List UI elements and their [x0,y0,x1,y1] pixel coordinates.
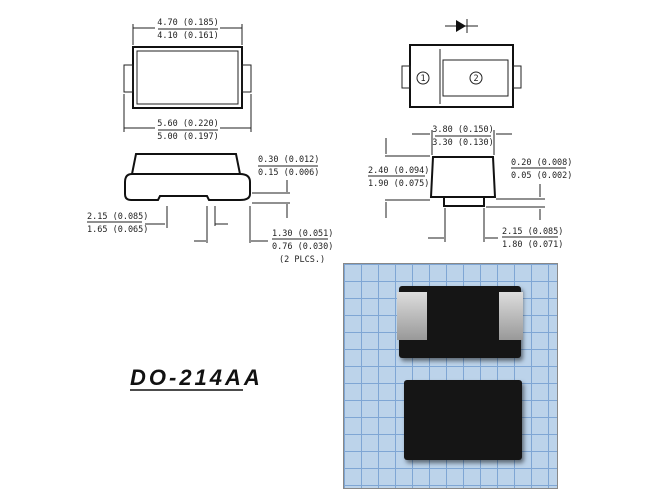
pin-2-label: 2 [473,74,478,84]
side-view: 0.30 (0.012) 0.15 (0.006) 2.15 (0.085) 1… [87,153,333,265]
dim-end-width-max: 3.80 (0.150) [432,125,493,135]
lead-tab [499,292,523,340]
dim-lead-thickness-min: 0.15 (0.006) [258,168,319,178]
dim-lead-foot-max: 1.30 (0.051) [272,229,333,239]
dim-standoff-max: 0.20 (0.008) [511,158,572,168]
dim-end-lead-min: 1.80 (0.071) [502,240,563,250]
dim-top-length-min: 5.00 (0.197) [157,132,218,142]
dim-lead-foot-note: (2 PLCS.) [279,255,325,265]
component-photo [343,263,558,489]
package-title: DO-214AA [130,365,263,390]
diode-component-bottom [404,380,522,460]
dim-end-height-max: 2.40 (0.094) [368,166,429,176]
dim-standoff-min: 0.05 (0.002) [511,171,572,181]
dim-end-width-min: 3.30 (0.130) [432,138,493,148]
dim-end-lead-max: 2.15 (0.085) [502,227,563,237]
top-view: 4.70 (0.185) 4.10 (0.161) 5.60 (0.220) 5… [123,18,252,142]
dim-top-width-min: 4.10 (0.161) [157,31,218,41]
lead-tab [397,292,427,340]
end-view-side: 3.80 (0.150) 3.30 (0.130) 2.40 (0.094) 1… [368,125,572,250]
end-view-top: 1 2 [401,19,522,108]
dim-lead-length-max: 2.15 (0.085) [87,212,148,222]
pin-1-label: 1 [420,74,425,84]
dim-lead-thickness-max: 0.30 (0.012) [258,155,319,165]
dim-lead-foot-min: 0.76 (0.030) [272,242,333,252]
diode-symbol-icon [456,20,466,32]
dim-top-width-max: 4.70 (0.185) [157,18,218,28]
dim-top-length-max: 5.60 (0.220) [157,119,218,129]
dim-lead-length-min: 1.65 (0.065) [87,225,148,235]
dim-end-height-min: 1.90 (0.075) [368,179,429,189]
diode-component-top [397,286,523,358]
